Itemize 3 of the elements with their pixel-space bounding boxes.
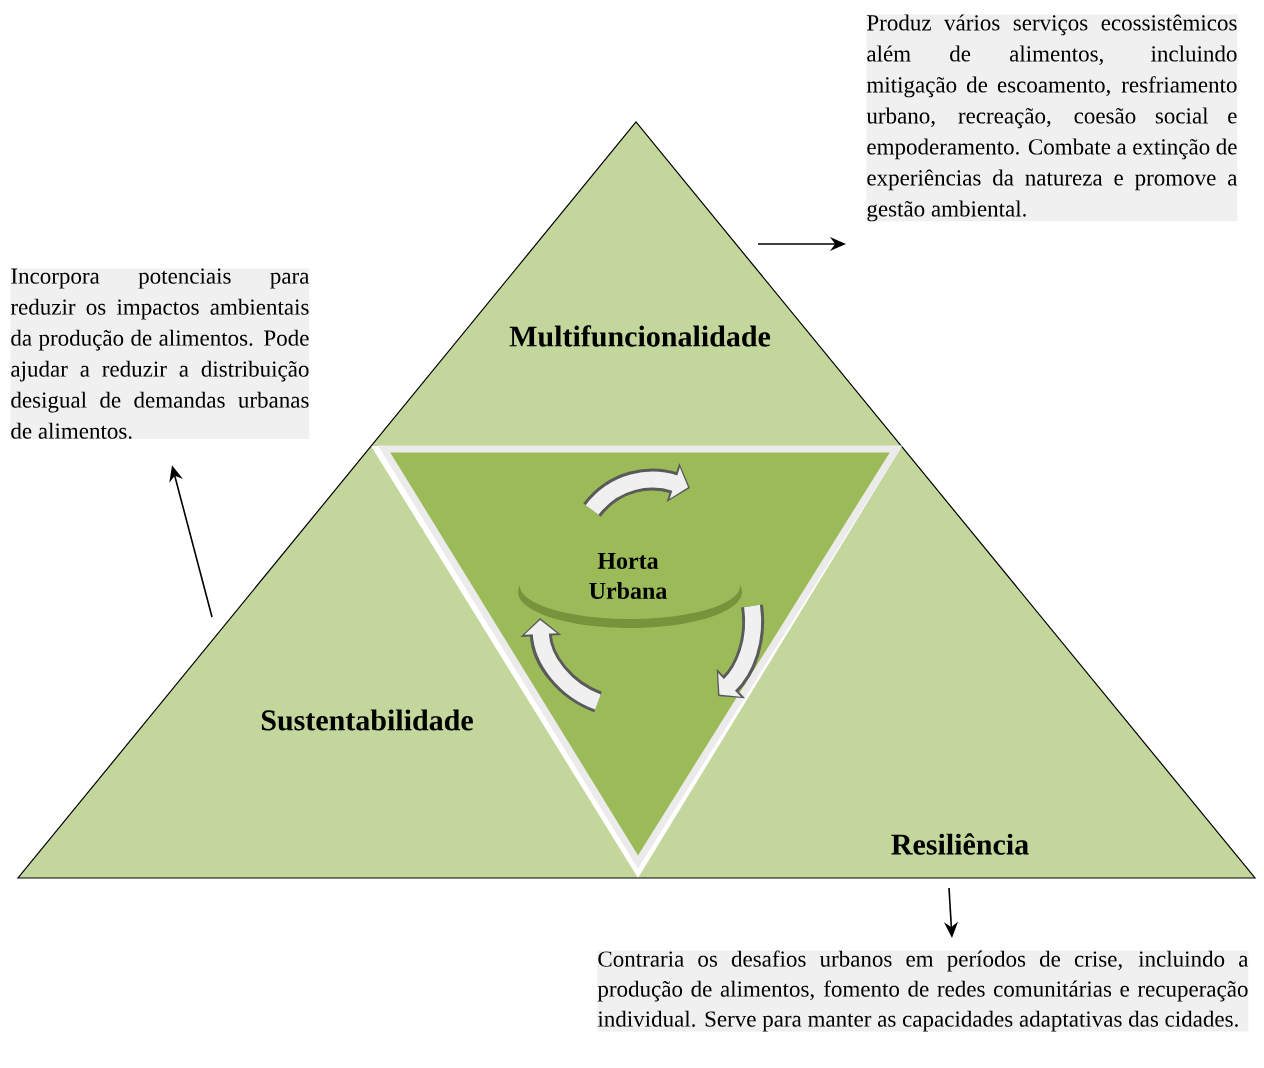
text-box: Incorpora potenciais para reduzir os impactos ambientais da produção de alimentos. Pode ajudar a reduzir a distribuição desigual de demandas urbanas de alimentos. bbox=[10, 268, 310, 439]
text-box: Produz vários serviços ecossistêmicos além de alimentos, incluindo mitigação de escoamento, resfriamento urbano, recreação, coesão social e empoderamento. Combate a extinção de experiências da natureza e promove a gestão ambiental. bbox=[866, 14, 1238, 222]
text-box: Contraria os desafios urbanos em períodos de crise, incluindo a produção de alimentos, fomento de redes comunitárias e recuperação individual. Serve para manter as capacidades adaptativas das cidades. bbox=[597, 950, 1249, 1032]
